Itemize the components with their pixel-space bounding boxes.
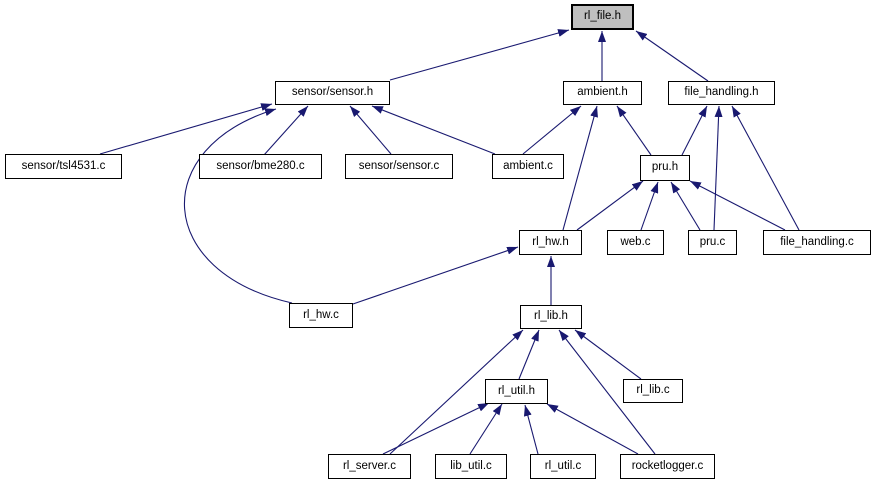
edge-file-handling-c-to-pru-h: [689, 180, 786, 231]
node-sensor-tsl4531-c[interactable]: sensor/tsl4531.c: [5, 154, 122, 179]
node-pru-h[interactable]: pru.h: [640, 155, 690, 181]
edge-lib-util-c-to-rl-util-h: [469, 403, 503, 455]
edge-pru-h-to-file-handling-h: [681, 105, 708, 156]
edge-sensor-sensor-h-to-rl-file-h: [389, 29, 570, 81]
node-lib-util-c[interactable]: lib_util.c: [435, 454, 507, 479]
node-sensor-sensor-c[interactable]: sensor/sensor.c: [345, 154, 453, 179]
node-file-handling-h[interactable]: file_handling.h: [668, 81, 775, 105]
node-rl-hw-h[interactable]: rl_hw.h: [519, 230, 582, 255]
node-rocketlogger-c[interactable]: rocketlogger.c: [620, 454, 715, 479]
node-sensor-bme280-c[interactable]: sensor/bme280.c: [199, 154, 322, 179]
node-rl-hw-c[interactable]: rl_hw.c: [289, 303, 353, 328]
node-rl-util-h[interactable]: rl_util.h: [485, 379, 548, 404]
edge-sensor-tsl4531-c-to-sensor-sensor-h: [99, 103, 273, 155]
edge-file-handling-c-to-file-handling-h: [731, 105, 800, 231]
edge-rl-hw-h-to-pru-h: [576, 180, 644, 231]
node-ambient-h[interactable]: ambient.h: [563, 81, 642, 105]
edge-web-c-to-pru-h: [640, 181, 659, 231]
edge-ambient-c-to-ambient-h: [522, 105, 582, 155]
edge-pru-h-to-ambient-h: [616, 105, 652, 156]
edge-rl-util-c-to-rl-util-h: [523, 404, 539, 455]
edge-rl-server-c-to-rl-util-h: [382, 402, 490, 455]
node-rl-server-c[interactable]: rl_server.c: [328, 454, 411, 479]
node-rl-lib-c[interactable]: rl_lib.c: [623, 379, 683, 403]
edge-pru-c-to-file-handling-h: [713, 105, 723, 231]
edge-rl-lib-c-to-rl-lib-h: [574, 329, 642, 380]
edge-sensor-bme280-c-to-sensor-sensor-h: [263, 105, 309, 156]
edge-rl-hw-h-to-ambient-h: [562, 105, 598, 231]
edge-ambient-c-to-sensor-sensor-h: [371, 105, 496, 155]
edge-rl-server-c-to-rl-lib-h: [389, 329, 524, 455]
edge-rl-hw-c-to-rl-hw-h: [352, 246, 519, 305]
edge-rocketlogger-c-to-rl-util-h: [546, 403, 639, 455]
node-ambient-c[interactable]: ambient.c: [492, 154, 564, 179]
edge-sensor-sensor-c-to-sensor-sensor-h: [349, 105, 392, 155]
node-file-handling-c[interactable]: file_handling.c: [763, 230, 871, 255]
edge-rl-util-h-to-rl-lib-h: [518, 329, 540, 380]
node-rl-util-c[interactable]: rl_util.c: [530, 454, 596, 479]
edge-pru-c-to-pru-h: [670, 181, 701, 231]
edge-file-handling-h-to-rl-file-h: [635, 30, 709, 82]
node-web-c[interactable]: web.c: [607, 230, 664, 255]
edge-rl-hw-c-to-sensor-sensor-h: [184, 108, 293, 304]
node-pru-c[interactable]: pru.c: [688, 230, 737, 255]
edge-rocketlogger-c-to-rl-lib-h: [558, 329, 656, 455]
node-rl-file-h: rl_file.h: [571, 4, 634, 30]
node-sensor-sensor-h[interactable]: sensor/sensor.h: [275, 81, 390, 105]
node-rl-lib-h[interactable]: rl_lib.h: [520, 305, 582, 329]
